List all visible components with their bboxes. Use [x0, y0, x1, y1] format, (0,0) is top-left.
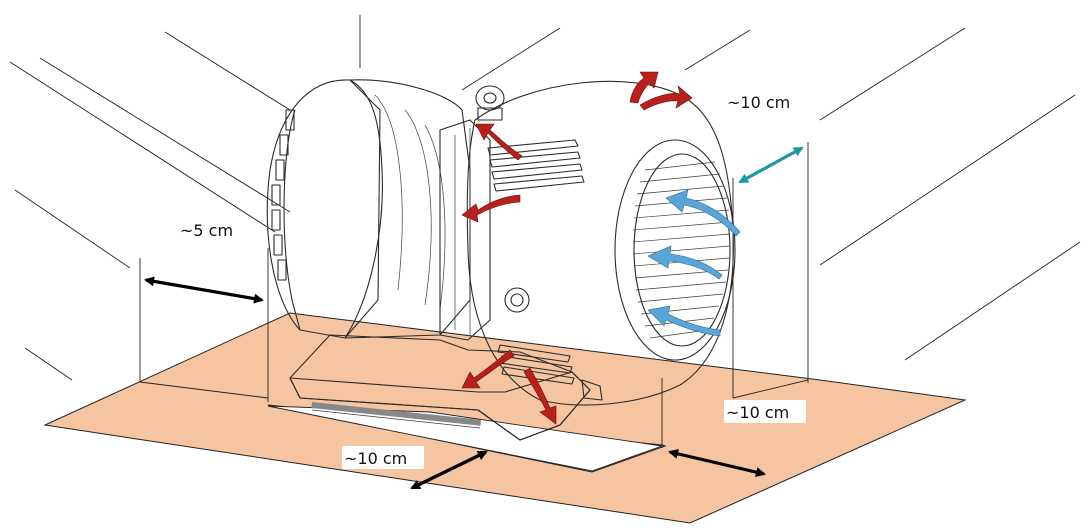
intake-arrow-2 — [647, 245, 723, 280]
exhaust-arrow-top-2 — [639, 85, 693, 111]
intake-arrow-3 — [647, 305, 721, 337]
dimension-labels: ~5 cm ~10 cm ~10 cm ~10 cm — [180, 93, 806, 469]
fan-cover — [614, 139, 736, 361]
fan-grille — [632, 161, 731, 339]
left-clearance-arrow — [144, 276, 264, 304]
pump-motor-housing — [466, 80, 734, 406]
wall-perspective-lines — [9, 15, 1081, 381]
top-right-clearance-arrow — [738, 146, 804, 184]
motor-vent-slots-top — [487, 139, 585, 192]
right-base-clearance-label-bg — [724, 400, 806, 423]
front-clearance-label: ~10 cm — [344, 449, 407, 468]
lifting-eye — [475, 85, 505, 121]
front-clearance-label-bg — [342, 446, 424, 469]
exhaust-arrow-top-1 — [629, 71, 659, 104]
clearance-guide-lines — [139, 142, 809, 448]
hot-air-exhaust-arrows — [461, 71, 693, 425]
side-port — [504, 287, 530, 313]
rear-housing-fins — [271, 109, 295, 281]
right-base-clearance-label: ~10 cm — [726, 403, 789, 422]
cool-air-intake-arrows — [647, 189, 741, 337]
exhaust-arrow-slot-lower-left — [461, 349, 515, 389]
intake-arrow-1 — [665, 189, 741, 237]
right-base-clearance-arrow — [668, 448, 766, 478]
left-clearance-label: ~5 cm — [180, 221, 233, 240]
scroll-pump — [266, 79, 736, 441]
clearance-arrows — [144, 146, 804, 490]
exhaust-arrow-slot-upper — [475, 123, 523, 161]
floor-mat — [43, 312, 967, 524]
pump-rear-housing — [266, 79, 381, 339]
top-right-clearance-label: ~10 cm — [727, 93, 790, 112]
exhaust-arrow-slot-lower-right — [523, 367, 557, 425]
front-clearance-arrow — [410, 450, 488, 490]
exhaust-arrow-slot-middle — [461, 194, 521, 223]
